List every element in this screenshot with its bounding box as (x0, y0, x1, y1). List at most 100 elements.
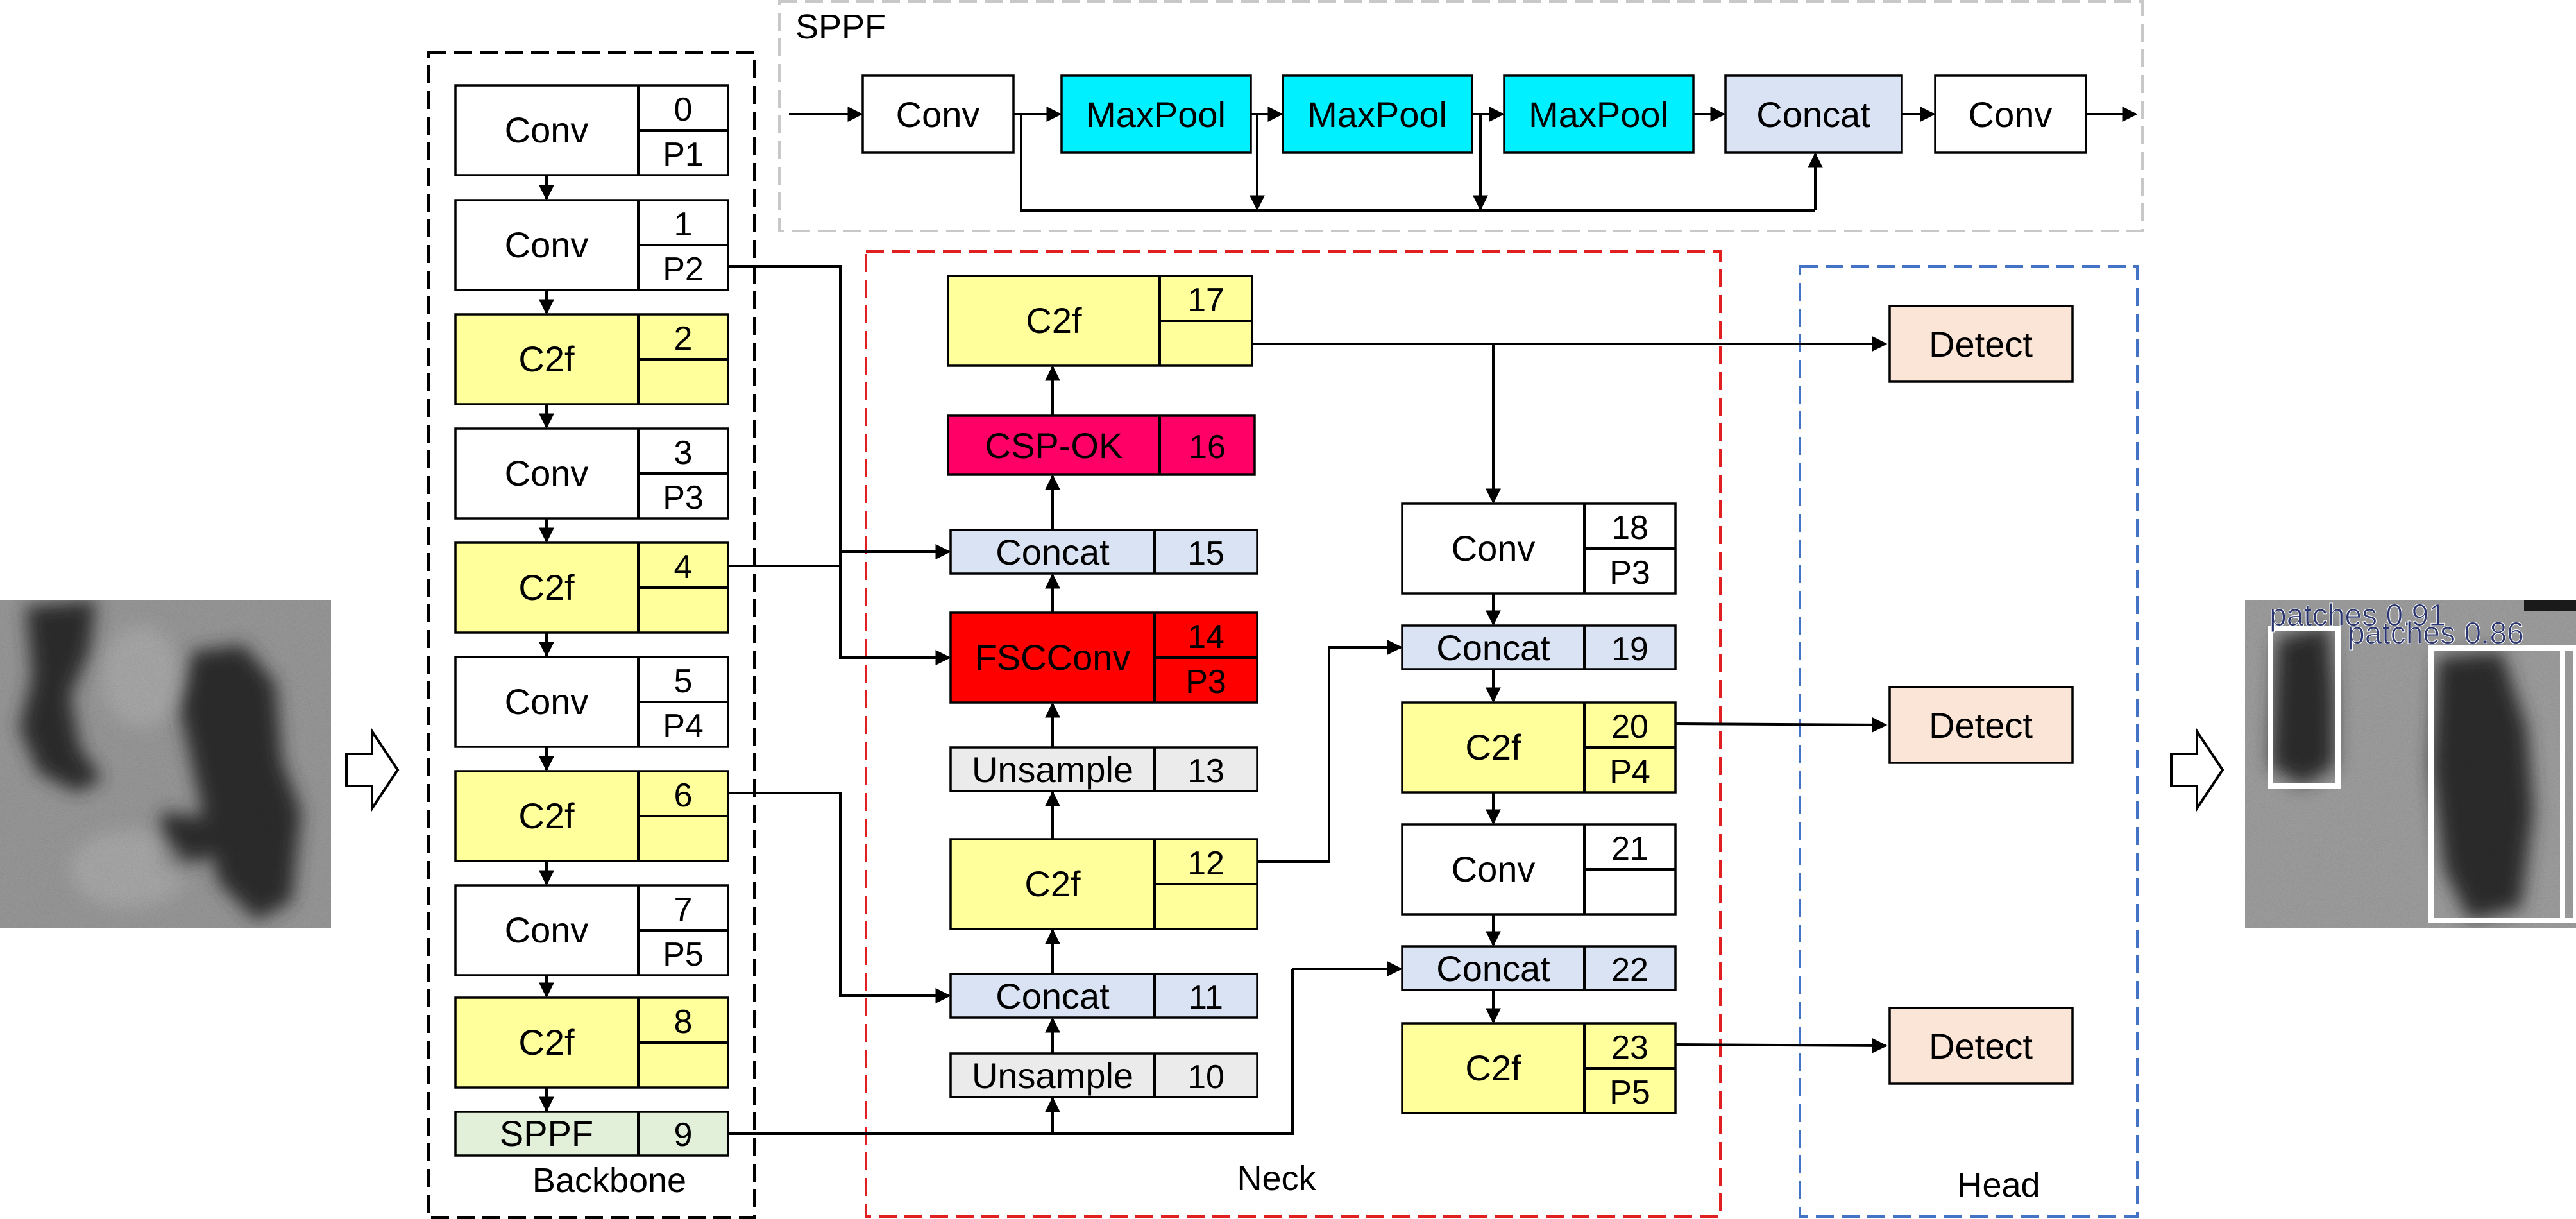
sppf-connectors (789, 107, 2138, 212)
svg-text:P4: P4 (663, 708, 704, 745)
svg-text:12: 12 (1187, 845, 1224, 882)
backbone-block-9: SPPF 9 (454, 1111, 729, 1157)
svg-text:Concat: Concat (1756, 94, 1870, 135)
sppf-conv-in: Conv (861, 74, 1015, 154)
detection-box-1 (2268, 626, 2341, 789)
svg-text:14: 14 (1187, 618, 1224, 656)
svg-text:0: 0 (674, 91, 693, 128)
svg-text:8: 8 (674, 1003, 693, 1041)
svg-text:23: 23 (1611, 1029, 1648, 1066)
svg-text:3: 3 (674, 434, 693, 472)
svg-text:4: 4 (674, 549, 693, 586)
svg-text:22: 22 (1611, 951, 1648, 989)
svg-text:C2f: C2f (518, 339, 575, 379)
svg-text:P5: P5 (663, 936, 704, 973)
backbone-block-1: Conv 1 P2 (454, 199, 729, 291)
svg-text:Unsample: Unsample (972, 1055, 1133, 1096)
svg-text:P3: P3 (1185, 663, 1226, 701)
svg-text:Detect: Detect (1929, 1026, 2033, 1066)
svg-text:C2f: C2f (1024, 864, 1081, 904)
neck-block-22: Concat 22 (1401, 945, 1677, 991)
svg-text:C2f: C2f (518, 1022, 575, 1062)
svg-text:18: 18 (1611, 509, 1648, 547)
backbone-block-6: C2f 6 (454, 770, 729, 862)
svg-text:C2f: C2f (1465, 1048, 1521, 1088)
neck-block-23: C2f 23 P5 (1401, 1022, 1677, 1114)
detection-box-2b (2560, 645, 2576, 923)
svg-text:Concat: Concat (996, 532, 1110, 572)
output-arrow-icon (2170, 727, 2224, 813)
head-detect-1: Detect (1888, 305, 2074, 383)
svg-text:16: 16 (1189, 429, 1226, 466)
backbone-title: Backbone (532, 1161, 686, 1200)
svg-text:13: 13 (1187, 753, 1224, 790)
neck-block-14: FSCConv 14 P3 (949, 611, 1258, 704)
svg-text:MaxPool: MaxPool (1086, 94, 1226, 135)
neck-block-13: Unsample 13 (949, 746, 1258, 792)
sppf-maxpool-1: MaxPool (1060, 74, 1252, 154)
backbone-block-3: Conv 3 P3 (454, 427, 729, 520)
neck-title: Neck (1237, 1159, 1316, 1198)
svg-text:11: 11 (1189, 979, 1223, 1016)
svg-text:6: 6 (674, 777, 693, 814)
svg-text:10: 10 (1187, 1059, 1224, 1096)
svg-text:MaxPool: MaxPool (1529, 94, 1668, 135)
head-frame (1799, 265, 2139, 1218)
neck-block-16: CSP-OK 16 (947, 414, 1256, 476)
skip-connectors (728, 265, 1888, 1135)
svg-text:Detect: Detect (1929, 705, 2033, 746)
svg-text:15: 15 (1187, 535, 1224, 572)
svg-text:C2f: C2f (1465, 727, 1521, 767)
backbone-frame (427, 51, 756, 1219)
backbone-block-4: C2f 4 (454, 541, 729, 634)
svg-text:19: 19 (1611, 631, 1648, 668)
svg-text:C2f: C2f (518, 796, 575, 836)
svg-text:C2f: C2f (1026, 300, 1082, 341)
neck-block-20: C2f 20 P4 (1401, 701, 1677, 794)
backbone-block-2: C2f 2 (454, 313, 729, 405)
svg-text:1: 1 (674, 206, 693, 243)
svg-text:Conv: Conv (505, 453, 589, 493)
svg-text:Conv: Conv (505, 225, 589, 265)
neck-block-12: C2f 12 (949, 838, 1258, 930)
sppf-conv-out: Conv (1934, 74, 2087, 154)
sppf-frame (778, 0, 2144, 232)
svg-text:Conv: Conv (505, 910, 589, 950)
svg-text:CSP-OK: CSP-OK (985, 425, 1123, 466)
detection-label-2: patches 0.86 (2348, 617, 2524, 651)
head-title: Head (1957, 1166, 2040, 1204)
neck-block-21: Conv 21 (1401, 823, 1677, 916)
svg-text:Concat: Concat (1436, 627, 1550, 668)
svg-text:5: 5 (674, 663, 693, 700)
backbone-block-7: Conv 7 P5 (454, 884, 729, 976)
neck-block-11: Concat 11 (949, 973, 1258, 1019)
svg-text:7: 7 (674, 891, 693, 928)
head-detect-2: Detect (1888, 686, 2074, 764)
svg-text:Concat: Concat (996, 976, 1110, 1016)
svg-text:Detect: Detect (1929, 324, 2033, 364)
svg-text:17: 17 (1187, 282, 1224, 319)
sppf-maxpool-3: MaxPool (1503, 74, 1695, 154)
neck-connectors (1045, 365, 1501, 1053)
neck-block-19: Concat 19 (1401, 624, 1677, 670)
svg-text:Conv: Conv (896, 94, 980, 135)
backbone-block-8: C2f 8 (454, 996, 729, 1089)
svg-text:Conv: Conv (1452, 528, 1536, 568)
svg-text:FSCConv: FSCConv (975, 637, 1131, 678)
svg-text:SPPF: SPPF (500, 1113, 593, 1154)
svg-text:20: 20 (1611, 708, 1648, 746)
svg-text:P3: P3 (663, 479, 704, 516)
sppf-concat: Concat (1724, 74, 1903, 154)
svg-text:P4: P4 (1609, 753, 1650, 790)
svg-text:9: 9 (674, 1116, 693, 1154)
input-image (0, 600, 331, 928)
svg-text:P1: P1 (663, 136, 704, 173)
svg-text:2: 2 (674, 320, 693, 357)
sppf-title: SPPF (795, 8, 886, 46)
backbone-block-0: Conv 0 P1 (454, 84, 729, 176)
neck-block-17: C2f 17 (947, 275, 1253, 367)
svg-text:P3: P3 (1609, 554, 1650, 592)
output-image: patches 0.91 patches 0.86 (2245, 600, 2576, 928)
svg-text:Concat: Concat (1436, 948, 1550, 989)
neck-block-10: Unsample 10 (949, 1052, 1258, 1098)
